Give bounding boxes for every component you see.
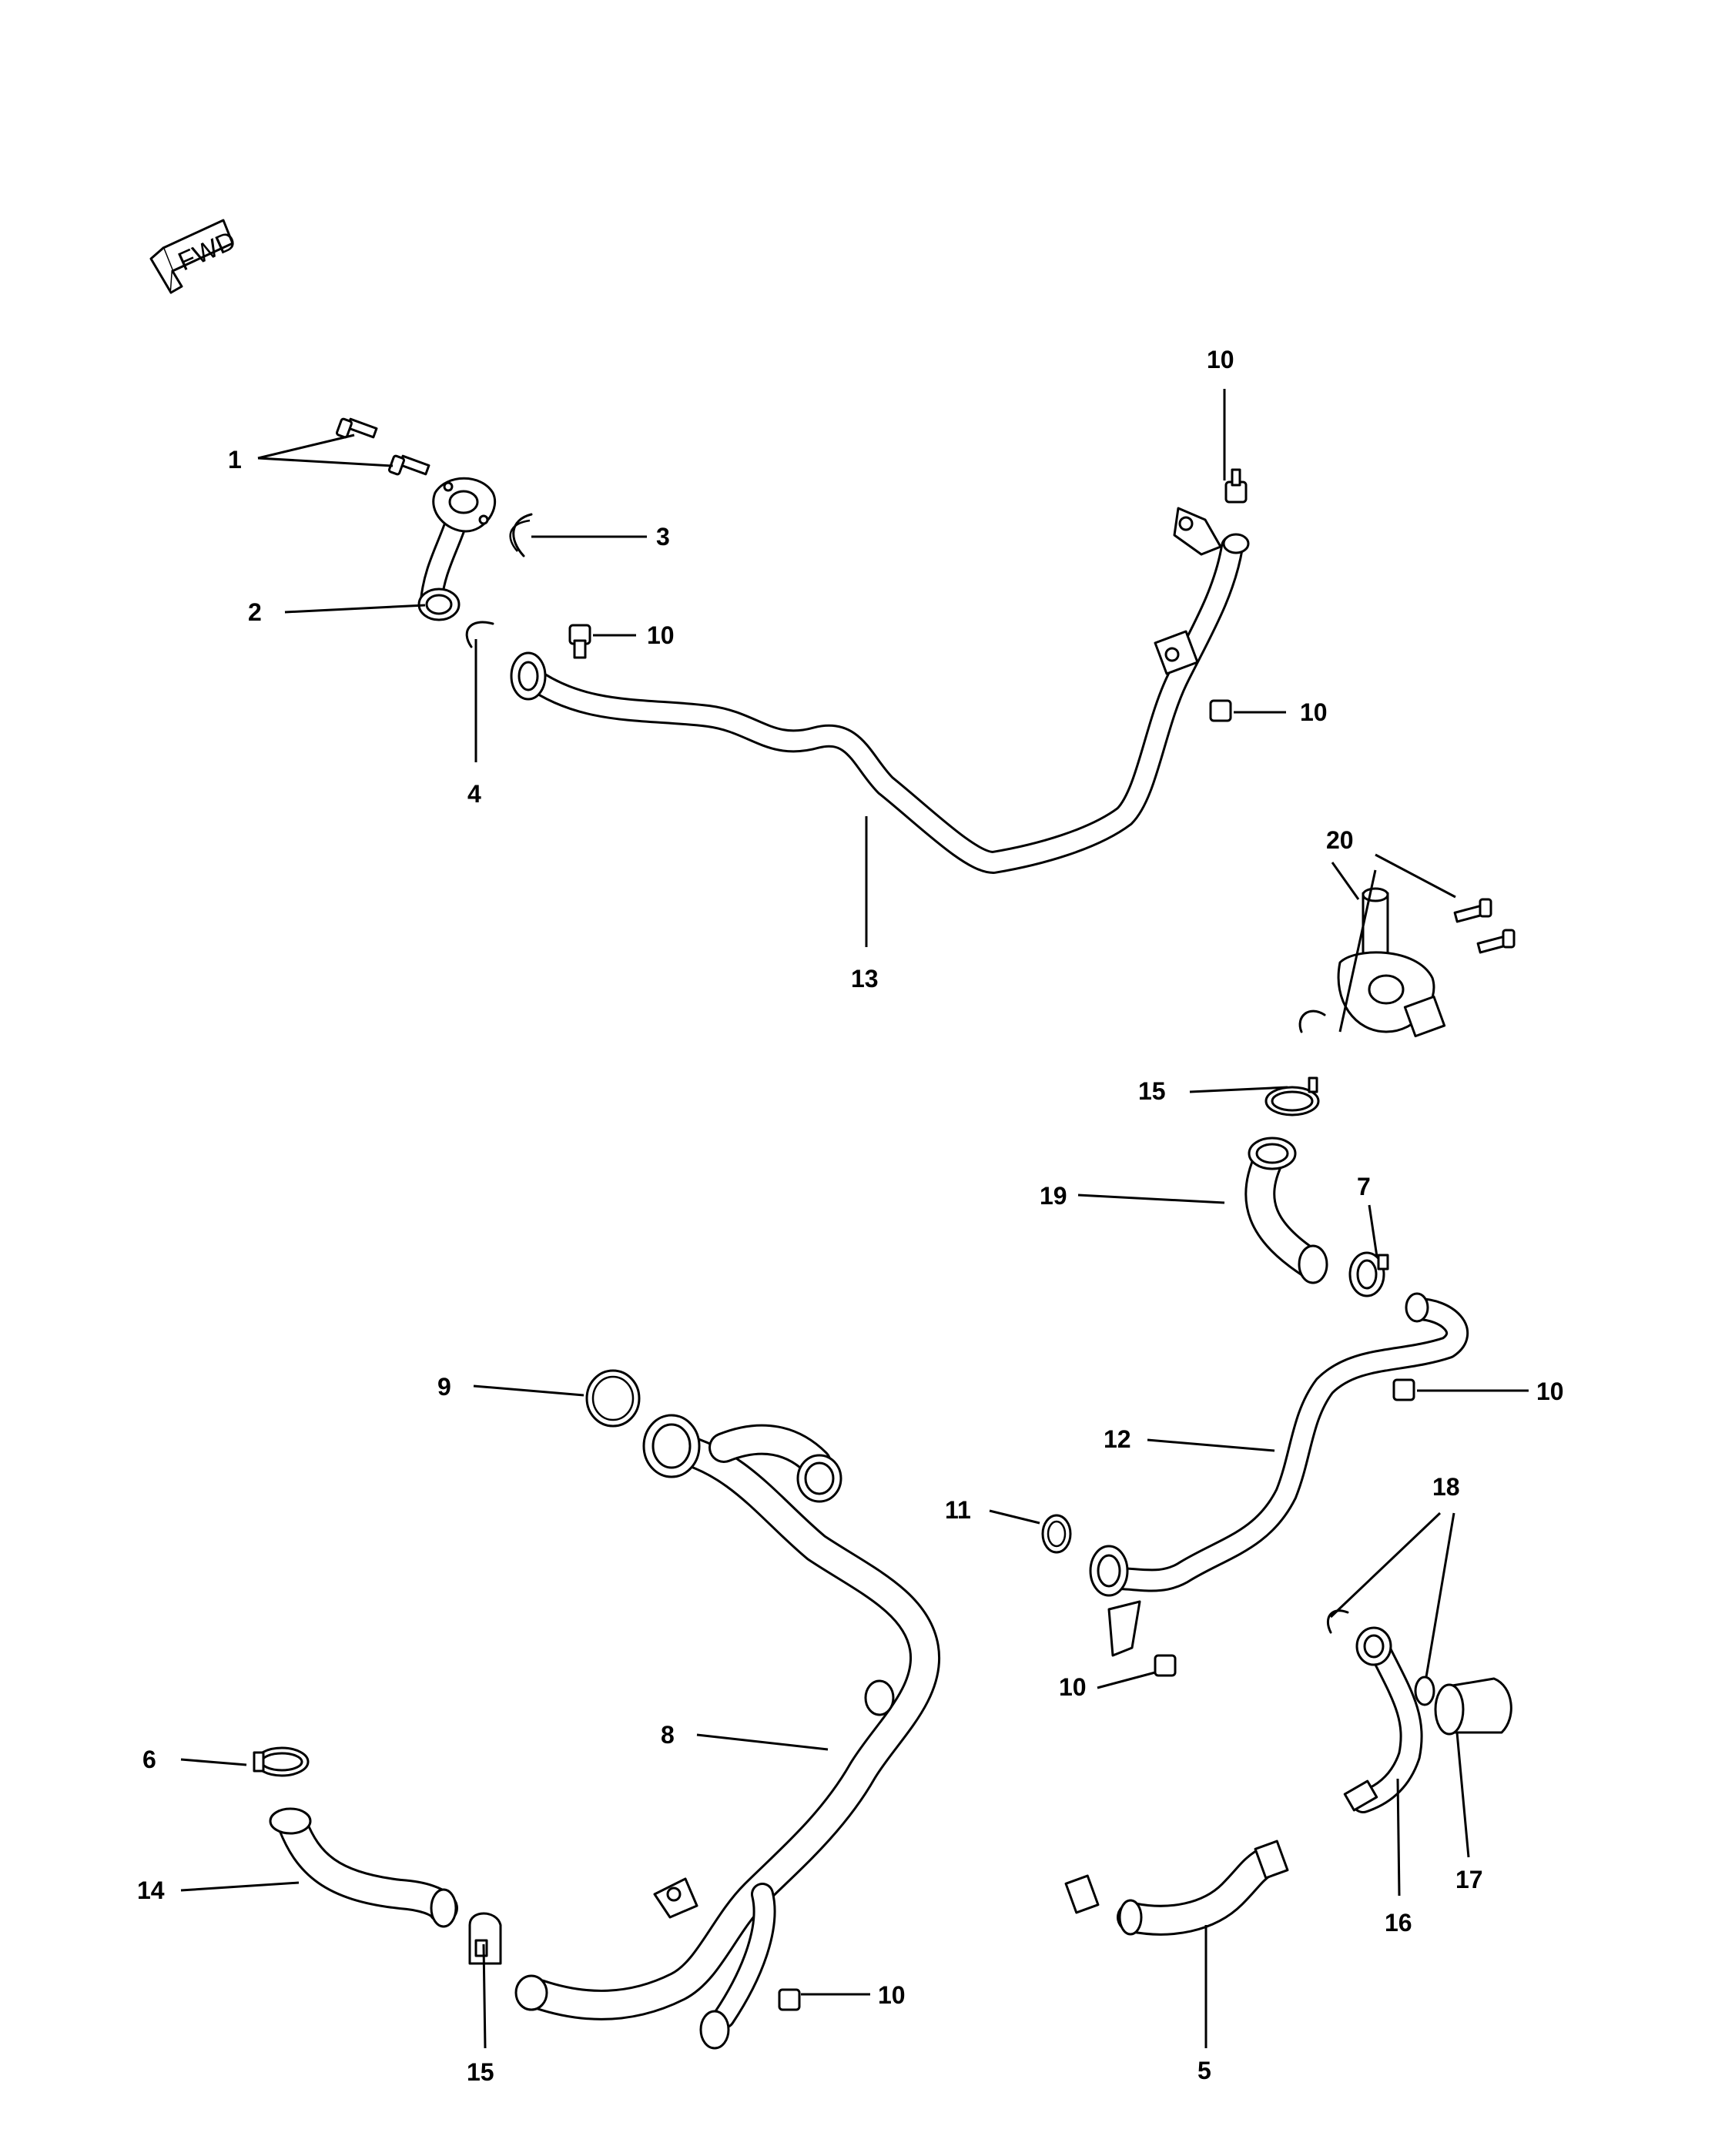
part-13-tube	[510, 507, 1250, 874]
callout-12: 12	[1104, 1425, 1131, 1453]
callout-3: 3	[656, 523, 670, 551]
part-15-clamp-upper	[1264, 1076, 1320, 1116]
part-15-clamp-lower	[468, 1912, 502, 1965]
callout-19: 19	[1040, 1182, 1067, 1210]
callout-7: 7	[1357, 1173, 1371, 1200]
callout-10-top: 10	[1207, 346, 1234, 373]
part-10-bolts	[568, 468, 1415, 2011]
callout-10-upper-left: 10	[647, 621, 675, 649]
callout-15-lower: 15	[467, 2058, 494, 2086]
part-8-tube	[514, 1414, 941, 2050]
callout-11: 11	[945, 1496, 971, 1524]
part-3-o-ring	[509, 513, 533, 557]
callout-6: 6	[142, 1746, 156, 1773]
part-17-fitting	[1434, 1677, 1512, 1736]
part-14-hose	[269, 1807, 458, 1928]
callout-labels: 1 2 3 4 5 6 7 8 9 10 10 10 10 10 10 11 1…	[137, 346, 1564, 2086]
callout-10-mid: 10	[1059, 1673, 1087, 1701]
callout-9: 9	[437, 1373, 451, 1401]
part-7-clamp	[1348, 1251, 1389, 1297]
part-4-o-ring	[465, 621, 494, 648]
part-5-hose	[1064, 1840, 1289, 1936]
callout-18: 18	[1432, 1473, 1460, 1501]
callout-15-upper: 15	[1138, 1077, 1166, 1105]
callout-4: 4	[467, 780, 481, 808]
callout-10-bottom: 10	[878, 1981, 906, 2009]
part-20-outlet	[1298, 887, 1516, 1038]
callout-10-mid-right: 10	[1536, 1378, 1564, 1405]
callout-14: 14	[137, 1876, 165, 1904]
forward-direction-arrow: FWD	[149, 219, 240, 294]
part-6-clamp	[253, 1746, 310, 1777]
part-2-outlet-elbow	[417, 477, 497, 621]
leader-lines	[180, 389, 1529, 2049]
part-1-bolts	[336, 417, 430, 476]
part-16-tube	[1343, 1626, 1423, 1813]
part-19-hose	[1244, 1137, 1328, 1284]
callout-10-upper-right: 10	[1300, 698, 1328, 726]
part-9-o-ring	[585, 1369, 641, 1428]
callout-5: 5	[1197, 2057, 1211, 2084]
callout-20: 20	[1326, 826, 1354, 854]
callout-13: 13	[851, 965, 879, 993]
part-11-o-ring	[1041, 1514, 1072, 1554]
callout-17: 17	[1455, 1866, 1483, 1893]
part-18-seals	[1326, 1609, 1435, 1706]
callout-8: 8	[661, 1721, 675, 1749]
callout-1: 1	[228, 446, 242, 474]
callout-2: 2	[248, 598, 262, 626]
part-12-tube	[1089, 1292, 1469, 1657]
callout-16: 16	[1385, 1909, 1412, 1937]
